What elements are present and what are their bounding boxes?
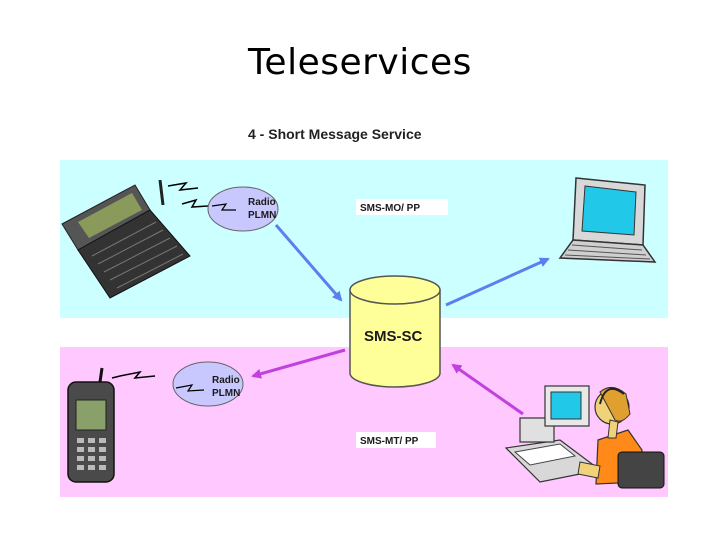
radio-bottom-line2: PLMN bbox=[212, 388, 240, 399]
arrow-smssc-to-radio bbox=[251, 348, 346, 379]
operator-workstation-icon bbox=[504, 385, 665, 489]
sms-sc-database: SMS-SC bbox=[349, 275, 441, 388]
arrow-smssc-to-laptop bbox=[445, 257, 550, 307]
radio-top-line1: Radio bbox=[248, 197, 276, 208]
sms-mt-label-box bbox=[356, 432, 436, 448]
signal-wave-top-2 bbox=[181, 198, 209, 208]
radio-top-line2: PLMN bbox=[248, 210, 276, 221]
sms-sc-label: SMS-SC bbox=[364, 328, 423, 345]
communicator-phone-icon bbox=[61, 179, 191, 299]
signal-wave-top bbox=[167, 181, 199, 191]
sms-mt-label: SMS-MT/ PP bbox=[360, 436, 419, 447]
radio-plmn-top: Radio PLMN bbox=[207, 186, 279, 232]
diagram-subtitle: 4 - Short Message Service bbox=[248, 126, 422, 142]
signal-arrow-bottom bbox=[111, 375, 121, 379]
arrow-radio-to-smssc bbox=[274, 224, 343, 302]
laptop-icon bbox=[558, 177, 657, 263]
signal-wave-bottom bbox=[119, 370, 156, 379]
slide-title: Teleservices bbox=[248, 42, 472, 83]
radio-bottom-line1: Radio bbox=[212, 375, 240, 386]
mobile-phone-icon bbox=[67, 367, 115, 483]
radio-plmn-bottom: Radio PLMN bbox=[172, 361, 244, 407]
sms-mo-label-box bbox=[356, 199, 448, 215]
sms-mo-label: SMS-MO/ PP bbox=[360, 203, 420, 214]
arrow-operator-to-smssc bbox=[451, 363, 524, 416]
